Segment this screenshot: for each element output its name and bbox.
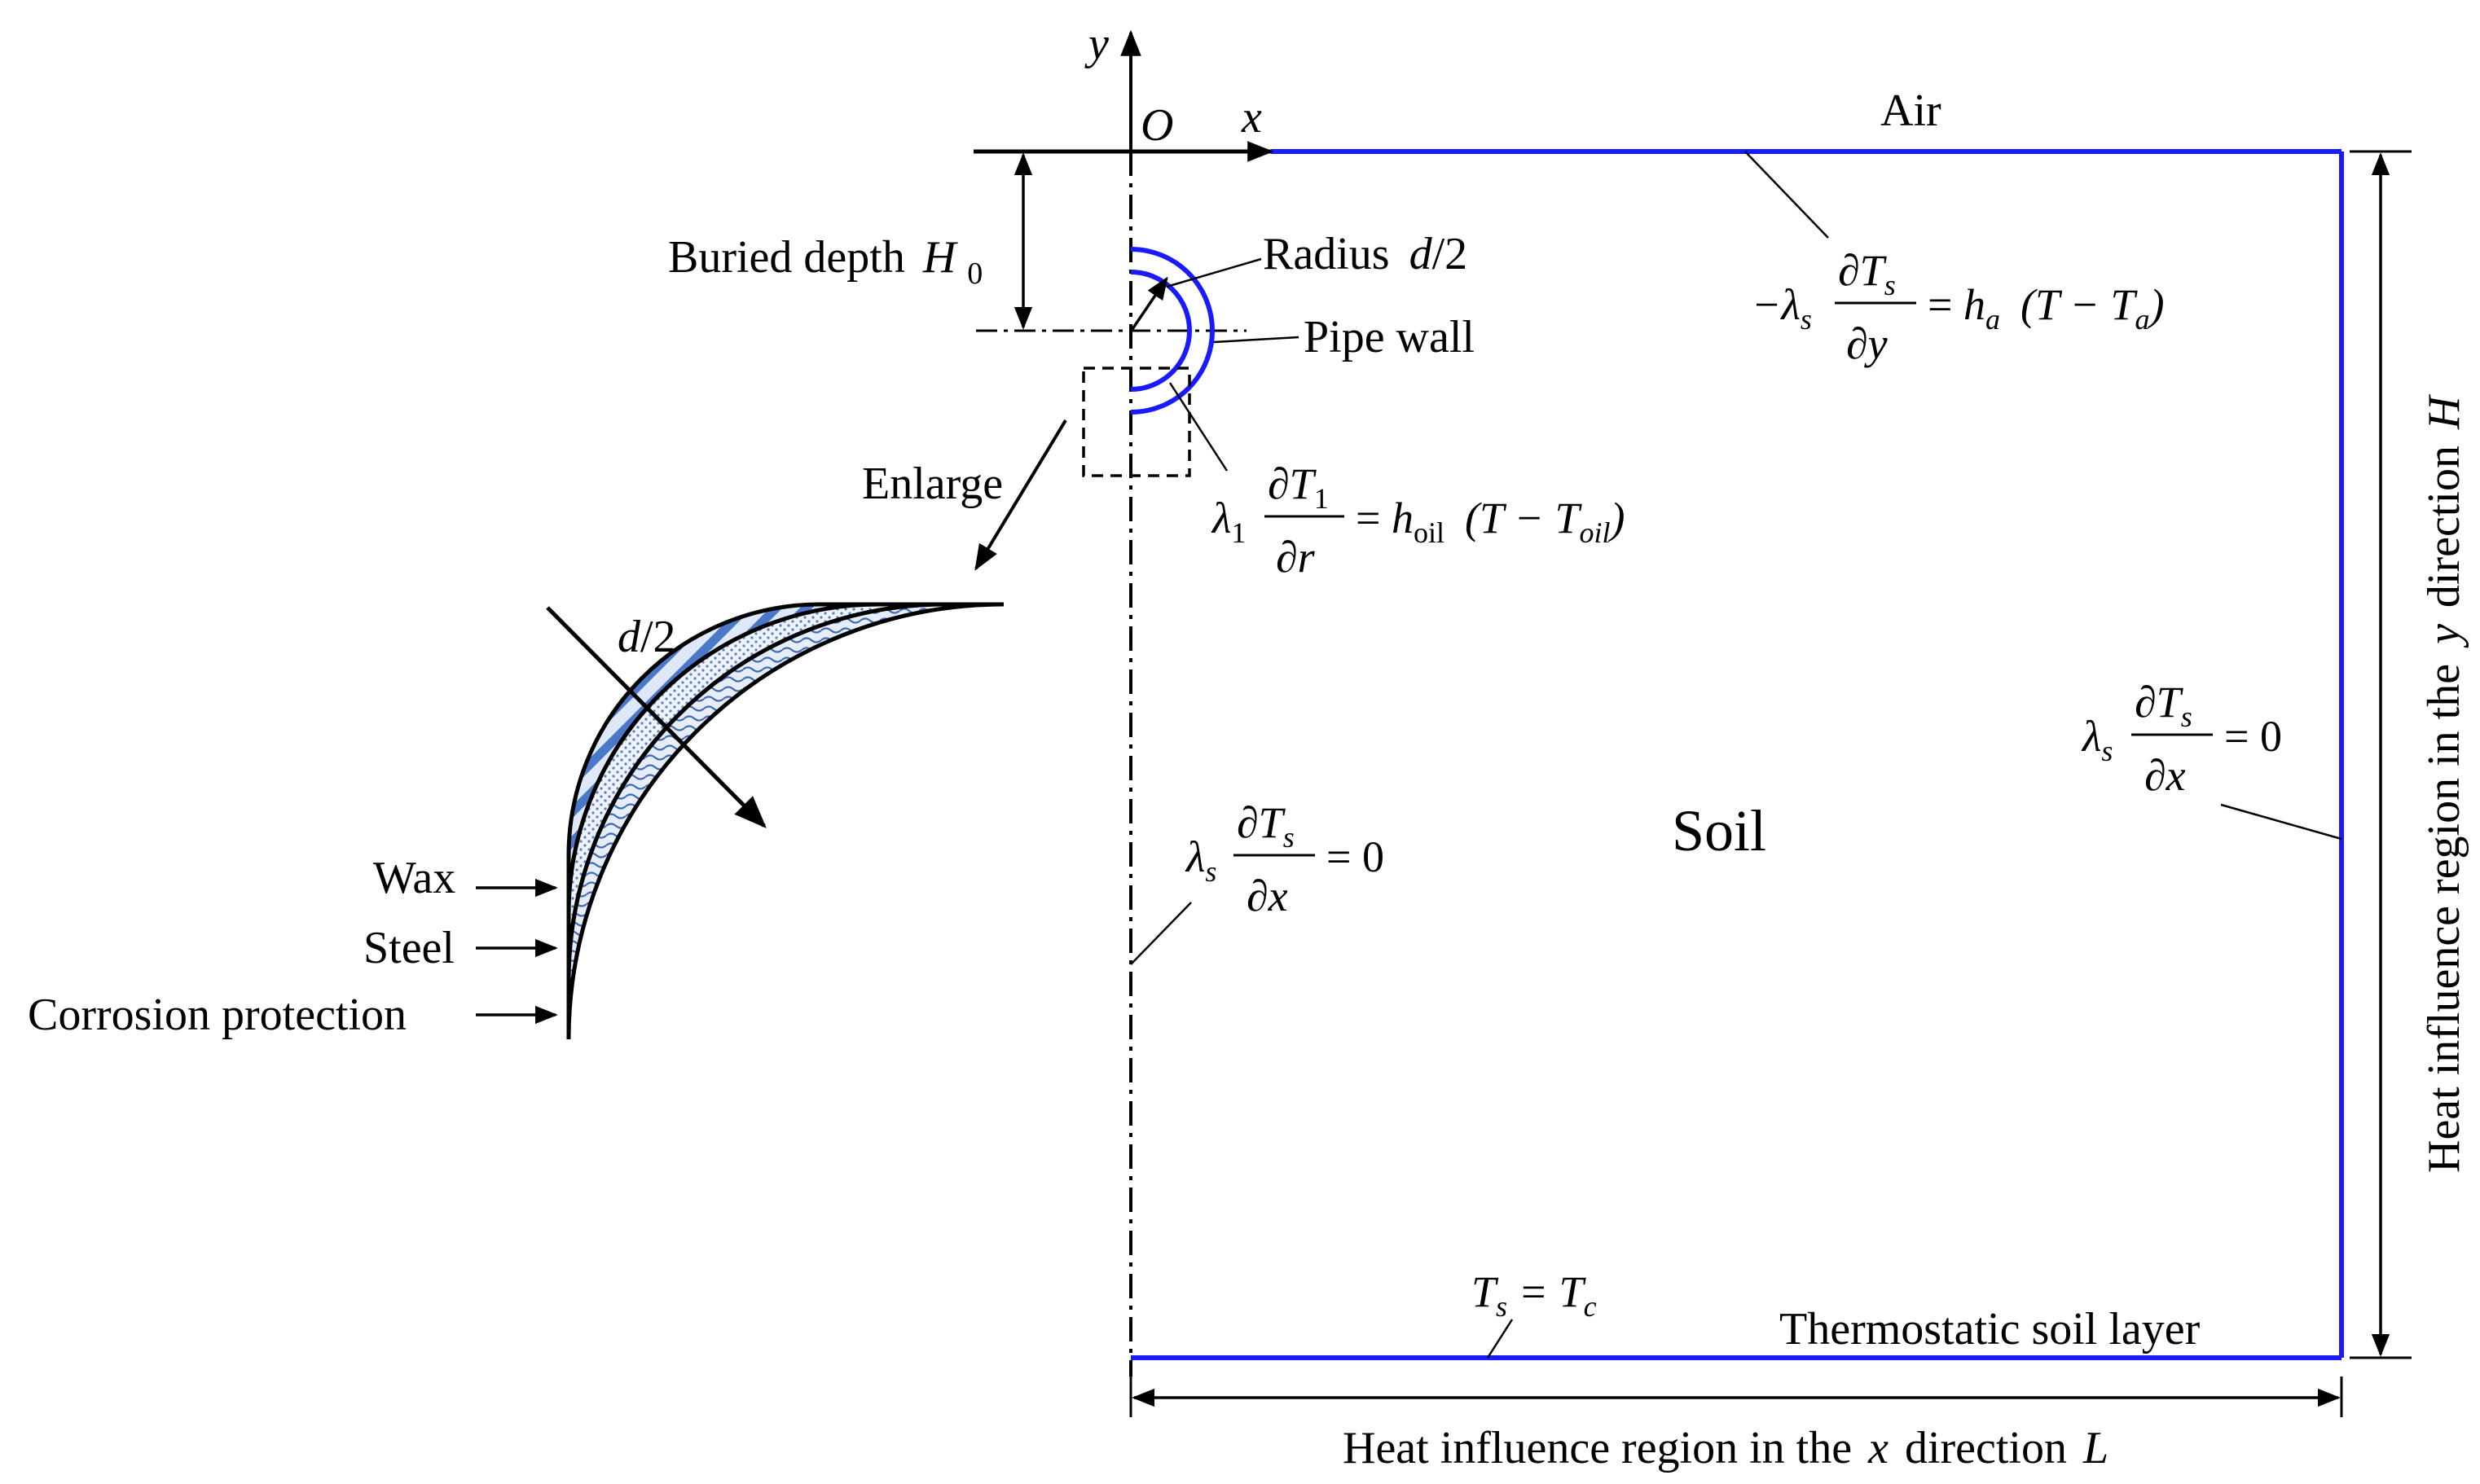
air-bc-leader xyxy=(1744,151,1829,239)
radius-label: Radius d/2 xyxy=(1263,229,1467,279)
svg-text:hoil: hoil xyxy=(1392,494,1444,549)
svg-text:=: = xyxy=(1356,494,1380,542)
svg-text:∂x: ∂x xyxy=(1247,872,1288,920)
right-boundary-equation: λs ∂Ts ∂x = 0 xyxy=(2081,678,2282,800)
svg-text:∂x: ∂x xyxy=(2144,751,2186,800)
svg-text:∂Ts: ∂Ts xyxy=(2135,678,2192,733)
wax-label: Wax xyxy=(373,853,455,903)
enlarge-arrow xyxy=(974,419,1067,571)
enlarged-radius-label: d/2 xyxy=(618,612,676,662)
right-bc-leader xyxy=(2220,803,2342,841)
svg-text:∂Ts: ∂Ts xyxy=(1237,798,1295,854)
enlarge-box xyxy=(1082,367,1191,477)
left-boundary-equation: λs ∂Ts ∂x = 0 xyxy=(1185,798,1384,920)
y-axis-label: y xyxy=(1084,19,1109,69)
svg-text:λ1: λ1 xyxy=(1211,494,1246,549)
svg-text:= 0: = 0 xyxy=(1326,832,1384,881)
svg-text:ha: ha xyxy=(1963,280,2000,336)
corrosion-protection-layer xyxy=(566,602,1005,1040)
oil-bc-leader xyxy=(1168,382,1229,472)
svg-text:∂Ts: ∂Ts xyxy=(1838,246,1896,301)
svg-text:−λs: −λs xyxy=(1752,280,1812,336)
steel-label: Steel xyxy=(363,923,455,973)
svg-text:∂y: ∂y xyxy=(1846,319,1888,368)
x-dimension-label: Heat influence region in the x direction… xyxy=(1343,1423,2108,1473)
svg-text:λs: λs xyxy=(2081,712,2113,767)
thermostatic-layer-label: Thermostatic soil layer xyxy=(1779,1304,2201,1354)
corrosion-protection-label: Corrosion protection xyxy=(28,990,407,1040)
svg-text:∂r: ∂r xyxy=(1276,533,1316,582)
air-boundary-equation: −λs ∂Ts ∂y = ha (T − Ta) xyxy=(1752,246,2165,368)
left-bc-leader xyxy=(1130,902,1192,965)
svg-text:(T − Ta): (T − Ta) xyxy=(2020,280,2165,336)
svg-text:=: = xyxy=(1928,280,1952,329)
pipe-outer-wall xyxy=(1130,247,1215,415)
pipe-wall-leader xyxy=(1213,336,1299,344)
buried-depth-label: Buried depth H 0 xyxy=(668,232,983,291)
radius-leader xyxy=(1166,257,1262,288)
enlarged-radius-arrow xyxy=(546,606,767,828)
svg-text:λs: λs xyxy=(1185,832,1216,888)
svg-text:(T − Toil): (T − Toil) xyxy=(1465,494,1625,549)
y-dimension-label: Heat influence region in the y direction… xyxy=(2419,394,2469,1173)
bottom-boundary-equation: Ts = Tc xyxy=(1471,1267,1597,1326)
enlarge-label: Enlarge xyxy=(862,459,1003,509)
pipe-wall-label: Pipe wall xyxy=(1304,312,1475,362)
origin-label: O xyxy=(1141,100,1173,151)
soil-label: Soil xyxy=(1672,798,1766,863)
svg-text:∂T1: ∂T1 xyxy=(1268,459,1329,515)
air-label: Air xyxy=(1880,86,1941,136)
bottom-bc-leader xyxy=(1486,1319,1514,1359)
radius-arrow xyxy=(1131,276,1168,330)
oil-boundary-equation: λ1 ∂T1 ∂r = hoil (T − Toil) xyxy=(1211,459,1625,582)
x-axis-label: x xyxy=(1241,92,1262,143)
svg-text:= 0: = 0 xyxy=(2224,712,2282,761)
